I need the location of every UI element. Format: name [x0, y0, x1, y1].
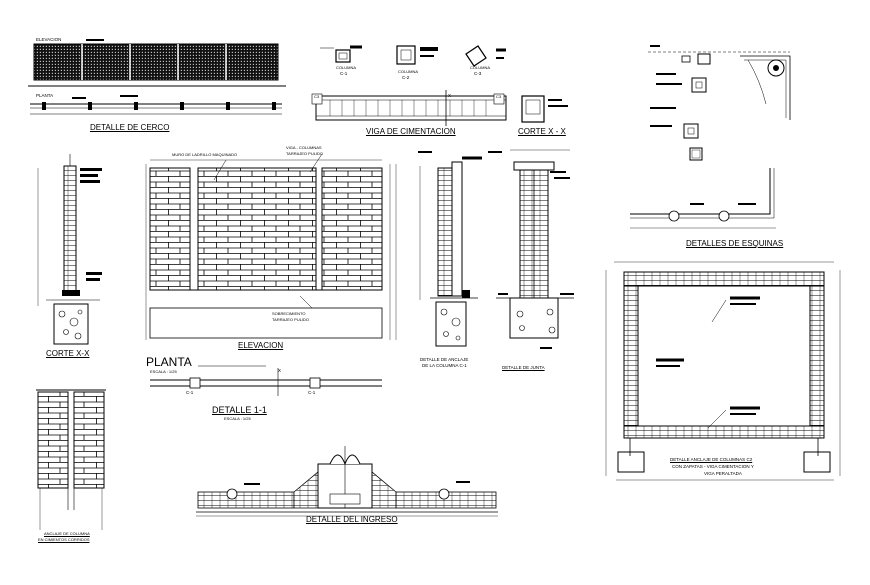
tarrajeo2-label: TARRAJEO PULIDO — [272, 317, 310, 322]
viga-right-tag: C3 — [496, 94, 502, 99]
cerco-planta — [30, 95, 282, 115]
corte-xx-title: CORTE X-X — [46, 349, 90, 358]
junta-drawing — [488, 149, 574, 349]
anclaje-cimientos-drawing — [36, 389, 106, 530]
cerco-elevacion-label: ELEVACION — [36, 37, 62, 42]
planta-detalle-11 — [150, 365, 382, 396]
planta-c1-right: C-1 — [308, 390, 316, 395]
anclaje-c2-line2: CON ZAPATAS - VIGA CIMENTACION Y — [672, 464, 754, 469]
detalle-11-title: DETALLE 1-1 — [212, 405, 267, 415]
anclaje-c1-title-2: DE LA COLUMNA C-1 — [422, 363, 467, 368]
anclaje-c2-line3: VIGA PERALTADA — [704, 471, 742, 476]
column-section-c3 — [465, 45, 506, 67]
planta-x-mark: X — [278, 368, 282, 373]
c1-label: C-1 — [340, 71, 348, 76]
ingreso-drawing — [196, 446, 498, 517]
cerco-elevation — [28, 39, 286, 87]
detalle-11-escala: ESCALA : 1/25 — [224, 416, 251, 421]
column-section-c2 — [396, 45, 438, 65]
c3-label: C-3 — [474, 71, 482, 76]
corte-xx-drawing — [37, 154, 102, 345]
anclaje-c1-title-1: DETALLE DE ANCLAJE — [420, 357, 469, 362]
column-section-c1 — [320, 45, 362, 63]
viga-x-mark: X — [448, 93, 452, 98]
viga-title: VIGA DE CIMENTACION — [366, 127, 456, 136]
anclaje-cimientos-line1: ANCLAJE DE COLUMNA — [44, 531, 90, 536]
sobrecimiento-label: SOBRECIMIENTO — [272, 311, 306, 316]
corte-xx-small-title: CORTE X - X — [518, 127, 566, 136]
anclaje-c2-frame — [605, 261, 841, 481]
anclaje-cimientos-line2: EN CIMIENTOS CORRIDOS — [38, 537, 90, 542]
viga-left-tag: C3 — [314, 94, 320, 99]
cerco-planta-label: PLANTA — [36, 93, 54, 98]
main-elevation — [145, 153, 397, 340]
ingreso-title: DETALLE DEL INGRESO — [306, 515, 398, 524]
corte-x-x-small — [521, 95, 568, 123]
esquinas-title: DETALLES DE ESQUINAS — [686, 239, 784, 248]
muro-label: MURO DE LADRILLO MAQUINADO — [172, 152, 238, 157]
anclaje-c1-drawing — [418, 151, 482, 347]
c2-small-label: COLUMNA — [398, 69, 419, 74]
planta-title: PLANTA — [146, 355, 192, 369]
c2-label: C-2 — [402, 75, 410, 80]
cerco-title: DETALLE DE CERCO — [90, 123, 170, 132]
viga-columnas-label: VIGA - COLUMNAS — [286, 145, 322, 150]
anclaje-c2-title: DETALLE ANCLAJE DE COLUMNAS C2 — [670, 457, 753, 462]
elevacion-title: ELEVACION — [238, 341, 284, 350]
c1-small-label: COLUMNA — [336, 65, 357, 70]
junta-title: DETALLE DE JUNTA — [502, 365, 545, 370]
planta-escala: ESCALA : 1/25 — [150, 369, 177, 374]
viga-cimentacion — [311, 90, 507, 126]
esquinas-detail — [630, 45, 791, 229]
tarrajeo-label: TARRAJEO PULIDO — [286, 151, 324, 156]
planta-c1-left: C-1 — [186, 390, 194, 395]
c3-small-label: COLUMNA — [470, 65, 491, 70]
